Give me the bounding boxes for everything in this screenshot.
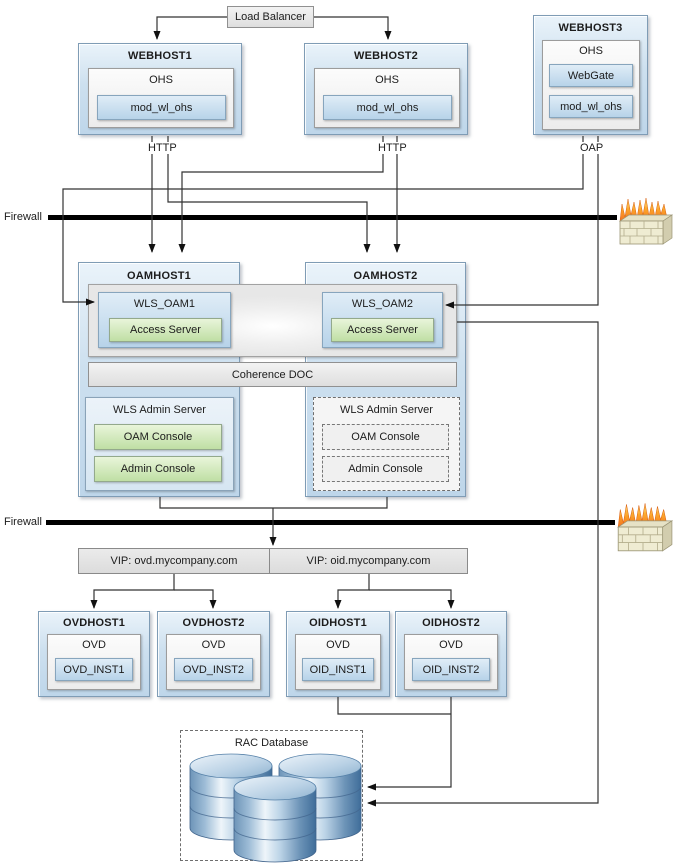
oid-inst1-box: OID_INST1 [302,658,374,681]
webhost2-ohs-container: OHS mod_wl_ohs [314,68,460,128]
webhost2-mod-wl-ohs-box: mod_wl_ohs [323,95,452,120]
oidhosts-to-database-line [367,697,452,791]
webhost1-ohs-label: OHS [149,74,173,86]
wls-admin-server1-box: WLS Admin Server OAM Console Admin Conso… [85,397,234,491]
webhost3-ohs-container: OHS WebGate mod_wl_ohs [542,40,640,130]
ovd-inst1-label: OVD_INST1 [63,663,125,676]
vip-ovd-to-ovdhost2-line [174,589,217,609]
access-server2-box: Access Server [331,318,434,342]
oamhost1-to-vip-line [159,497,273,509]
vip-oid-label: VIP: oid.mycompany.com [306,555,431,567]
webhost1-mod-wl-ohs-box: mod_wl_ohs [97,95,226,120]
access-server1-label: Access Server [130,324,201,336]
webhost3-mod-wl-ohs-label: mod_wl_ohs [560,100,622,113]
webhost3-ohs-label: OHS [579,45,603,57]
vip-oid-box: VIP: oid.mycompany.com [269,548,468,574]
webhost3-mod-wl-ohs-box: mod_wl_ohs [549,95,633,118]
firewall-bottom-brick-icon [617,502,673,552]
webhost3-title: WEBHOST3 [558,22,623,34]
webhost1-to-oamhost2-line [167,136,371,253]
webhost2-protocol-label: HTTP [376,142,409,154]
lb-to-webhost2-line [314,16,392,40]
webhost1-title: WEBHOST1 [128,50,192,62]
webhost1-protocol-label: HTTP [146,142,179,154]
oid-inst2-label: OID_INST2 [422,663,480,676]
oam-console1-box: OAM Console [94,424,222,450]
load-balancer-label: Load Balancer [235,11,306,23]
webhost2-to-oamhost1-line [178,136,384,253]
firewall-bottom-line [46,520,615,525]
webhost2-box: WEBHOST2 OHS mod_wl_ohs [304,43,468,135]
firewall-top-line [48,215,617,220]
oamhost2-to-vip-line [273,497,388,509]
webhost3-webgate-box: WebGate [549,64,633,87]
admin-console1-box: Admin Console [94,456,222,482]
webhost3-webgate-label: WebGate [567,69,615,82]
ovdhost2-ovd-label: OVD [201,639,226,651]
webhost2-title: WEBHOST2 [354,50,418,62]
oidhost1-ovd-container: OVD OID_INST1 [295,634,381,690]
rac-database-box: RAC Database [180,730,363,861]
webhost3-protocol-label: OAP [578,142,606,154]
ovdhost2-box: OVDHOST2 OVD OVD_INST2 [157,611,270,697]
oidhost1-ovd-label: OVD [326,639,350,651]
oamhost2-title: OAMHOST2 [353,270,418,282]
oidhost1-title: OIDHOST1 [309,617,367,629]
webhost1-ohs-container: OHS mod_wl_ohs [88,68,234,128]
oamhost1-title: OAMHOST1 [127,270,191,282]
admin-console1-label: Admin Console [120,463,196,475]
webhost1-mod-wl-ohs-label: mod_wl_ohs [130,101,193,114]
firewall-bottom-label: Firewall [4,516,42,528]
ovd-inst1-box: OVD_INST1 [55,658,133,681]
webhost3-to-wls-oam2-line [445,136,599,309]
access-server2-label: Access Server [347,324,418,336]
coherence-doc-label: Coherence DOC [231,368,314,381]
ovd-inst2-label: OVD_INST2 [182,663,245,676]
firewall-top-brick-icon [619,197,673,245]
oam-console1-label: OAM Console [123,431,193,443]
vip-ovd-to-ovdhost1-line [90,574,175,609]
ovdhost2-title: OVDHOST2 [182,617,245,629]
load-balancer-box: Load Balancer [227,6,314,28]
oidhost1-box: OIDHOST1 OVD OID_INST1 [286,611,390,697]
webhost2-ohs-label: OHS [375,74,399,86]
access-server1-box: Access Server [109,318,222,342]
firewall-top-label: Firewall [4,211,42,223]
ovdhost1-ovd-label: OVD [82,639,106,651]
ovdhost1-ovd-container: OVD OVD_INST1 [47,634,141,690]
oidhost2-box: OIDHOST2 OVD OID_INST2 [395,611,507,697]
vip-oid-to-oidhost2-line [369,589,455,609]
oid-inst2-box: OID_INST2 [412,658,490,681]
oidhost2-ovd-container: OVD OID_INST2 [404,634,498,690]
webhost1-box: WEBHOST1 OHS mod_wl_ohs [78,43,242,135]
ovdhost1-box: OVDHOST1 OVD OVD_INST1 [38,611,150,697]
oidhost2-ovd-label: OVD [439,639,463,651]
wls-oam1-box: WLS_OAM1 Access Server [98,292,231,348]
vip-oid-to-oidhost1-line [334,574,370,609]
webhost2-mod-wl-ohs-label: mod_wl_ohs [356,101,419,114]
lb-to-webhost1-line [153,16,227,40]
rac-database-label: RAC Database [234,737,309,749]
wls-admin-server2-box: WLS Admin Server OAM Console Admin Conso… [313,397,460,491]
oidhost2-title: OIDHOST2 [422,617,480,629]
oam-console2-box: OAM Console [322,424,449,450]
vip-ovd-label: VIP: ovd.mycompany.com [110,555,238,567]
wls-oam1-label: WLS_OAM1 [133,298,196,310]
admin-console2-label: Admin Console [348,463,423,475]
webhost3-box: WEBHOST3 OHS WebGate mod_wl_ohs [533,15,648,135]
oidhost1-to-junction-line [337,697,451,715]
wls-admin-server1-label: WLS Admin Server [113,404,206,416]
admin-console2-box: Admin Console [322,456,449,482]
vip-ovd-box: VIP: ovd.mycompany.com [78,548,270,574]
wls-oam2-label: WLS_OAM2 [351,298,414,310]
ovdhost2-ovd-container: OVD OVD_INST2 [166,634,261,690]
wls-oam2-box: WLS_OAM2 Access Server [322,292,443,348]
wls-admin-server2-label: WLS Admin Server [340,404,433,416]
oam-console2-label: OAM Console [351,431,420,443]
coherence-doc-bar: Coherence DOC [88,362,457,387]
ovd-inst2-box: OVD_INST2 [174,658,253,681]
ovdhost1-title: OVDHOST1 [62,617,126,629]
oid-inst1-label: OID_INST1 [309,663,367,676]
